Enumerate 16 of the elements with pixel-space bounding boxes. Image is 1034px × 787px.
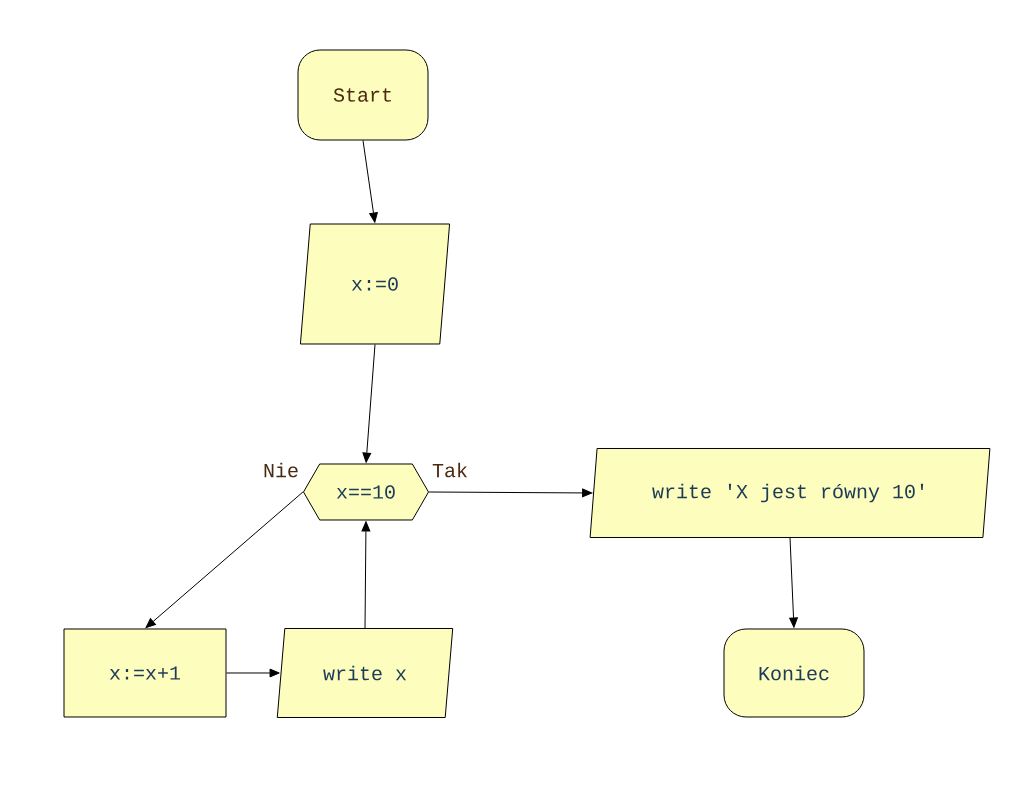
arrow <box>428 488 593 498</box>
io-parallelogram: x:=0 <box>299 223 451 345</box>
decision-hexagon: x==10 <box>303 463 429 521</box>
terminal-box: Koniec <box>723 628 865 718</box>
arrow <box>789 537 798 628</box>
arrow <box>226 668 280 678</box>
io-parallelogram: write x <box>276 628 454 718</box>
arrow <box>362 140 378 223</box>
arrow <box>362 344 376 463</box>
edge-label: Tak <box>431 461 469 479</box>
arrow <box>361 521 371 629</box>
process-box: x:=x+1 <box>63 628 227 718</box>
io-parallelogram: write 'X jest równy 10' <box>589 448 991 538</box>
terminal-box: Start <box>297 49 429 141</box>
edge-label: Nie <box>262 461 300 479</box>
arrow <box>145 491 304 629</box>
